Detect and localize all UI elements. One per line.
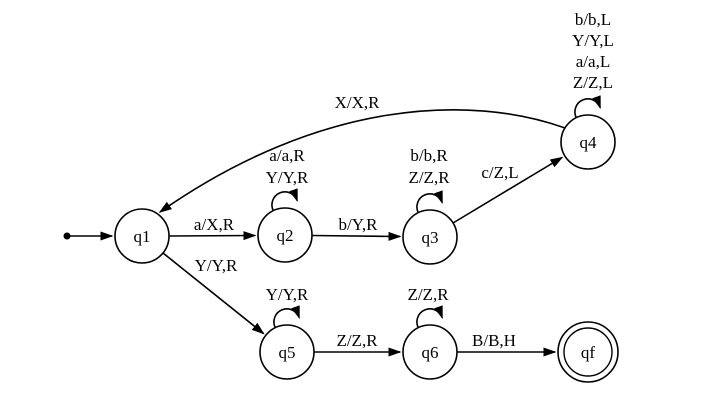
transition-path (168, 231, 257, 241)
transition-q5-q6: Z/Z,R (314, 331, 402, 357)
transition-label: Z/Z,R (336, 331, 378, 350)
transition-label: a/a,R (269, 146, 305, 165)
transition-q4-q1: X/X,R (158, 93, 566, 213)
state-circle-outer (557, 321, 619, 383)
transition-path (162, 252, 265, 335)
self-loop-path (271, 188, 298, 212)
state-q6: q6 (402, 324, 458, 380)
transition-q5-self-loop: Y/Y,R (266, 285, 309, 329)
self-loop-path (416, 305, 443, 329)
transition-label: Z/Z,R (407, 285, 449, 304)
state-q1: q1 (114, 208, 170, 264)
transition-label: B/B,H (472, 331, 516, 350)
transition-label: a/a,L (576, 52, 610, 71)
transition-label: b/b,L (575, 10, 611, 29)
transition-q3-q4: c/Z,L (452, 156, 564, 224)
transition-path (452, 156, 564, 224)
state-q3: q3 (402, 209, 458, 265)
state-circle (259, 324, 315, 380)
transition-q2-q3: b/Y,R (311, 215, 402, 241)
transition-label: a/X,R (194, 215, 235, 234)
state-circle (560, 114, 616, 170)
start-indicator (63, 231, 114, 241)
state-q4: q4 (560, 114, 616, 170)
state-circle (402, 209, 458, 265)
state-circle-inner (563, 327, 613, 377)
state-label: qf (581, 343, 596, 362)
transition-q6-self-loop: Z/Z,R (407, 285, 449, 329)
transition-label: Z/Z,L (573, 73, 613, 92)
state-label: q3 (422, 228, 439, 247)
transition-label: Y/Y,L (572, 31, 614, 50)
state-q2: q2 (257, 207, 313, 263)
transition-label: Y/Y,R (266, 168, 309, 187)
transition-label: Z/Z,R (408, 168, 450, 187)
transition-q6-qf: B/B,H (457, 331, 557, 357)
state-circle (114, 208, 170, 264)
state-circle (257, 207, 313, 263)
state-label: q5 (279, 343, 296, 362)
transition-q4-self-loop: b/b,L Y/Y,L a/a,L Z/Z,L (572, 10, 614, 119)
start-dot (63, 232, 71, 240)
transition-q1-q2: a/X,R (168, 215, 257, 241)
transition-q3-self-loop: b/b,R Z/Z,R (408, 146, 450, 214)
self-loop-path (574, 95, 601, 119)
state-circle (402, 324, 458, 380)
state-qf-accepting: qf (557, 321, 619, 383)
state-label: q2 (277, 226, 294, 245)
transition-label: b/Y,R (339, 215, 379, 234)
state-label: q6 (422, 343, 439, 362)
transition-label: Y/Y,R (266, 285, 309, 304)
state-label: q1 (134, 227, 151, 246)
transition-label: c/Z,L (481, 163, 518, 182)
transition-label: Y/Y,R (195, 256, 238, 275)
state-q5: q5 (259, 324, 315, 380)
transition-path (158, 109, 566, 213)
transition-q2-self-loop: a/a,R Y/Y,R (266, 146, 309, 212)
transition-label: X/X,R (335, 93, 381, 112)
transition-label: b/b,R (410, 146, 448, 165)
self-loop-path (416, 190, 443, 214)
self-loop-path (273, 305, 300, 329)
transition-q1-q5: Y/Y,R (162, 252, 265, 335)
state-label: q4 (580, 133, 598, 152)
transition-path (311, 231, 402, 241)
